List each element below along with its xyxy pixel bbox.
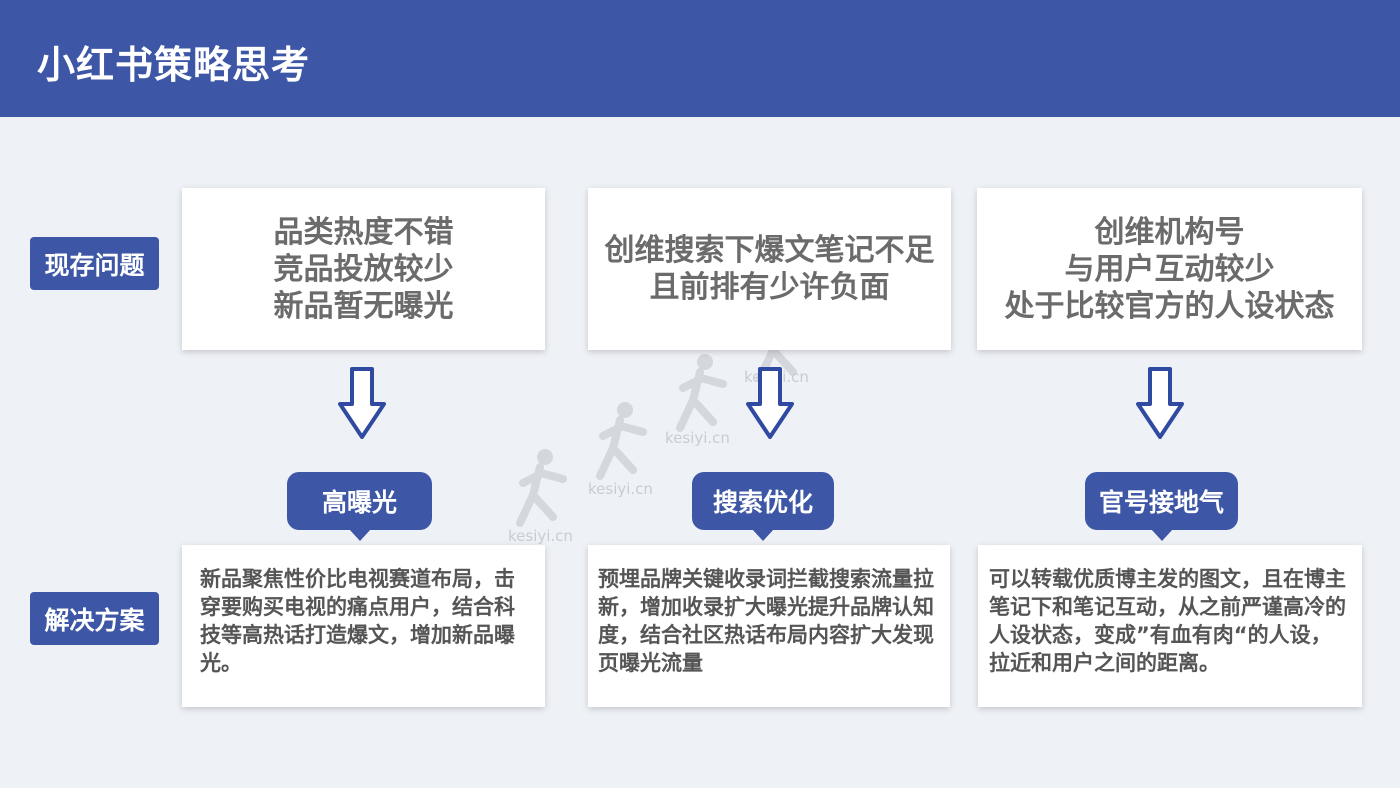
watermark-text: kesiyi.cn: [508, 527, 573, 545]
solution-text: 新品聚焦性价比电视赛道布局，击穿要购买电视的痛点用户，结合科技等高热话打造爆文，…: [200, 567, 515, 675]
problem-card-1: 品类热度不错 竞品投放较少 新品暂无曝光: [182, 188, 545, 350]
down-arrow-icon: [1136, 367, 1184, 439]
solution-card-2: 预埋品牌关键收录词拦截搜索流量拉新，增加收录扩大曝光提升品牌认知度，结合社区热话…: [588, 545, 950, 707]
solution-card-1: 新品聚焦性价比电视赛道布局，击穿要购买电视的痛点用户，结合科技等高热话打造爆文，…: [182, 545, 545, 707]
problem-line: 处于比较官方的人设状态: [1004, 288, 1335, 324]
solution-text: 可以转载优质博主发的图文，且在博主笔记下和笔记互动，从之前严谨高冷的人设状态，变…: [989, 567, 1346, 675]
runner-figure-icon: [596, 402, 647, 480]
problem-line: 竞品投放较少: [273, 251, 454, 287]
problem-line: 新品暂无曝光: [273, 288, 454, 324]
problem-row-label: 现存问题: [30, 237, 159, 290]
solution-tag-2: 搜索优化: [692, 472, 834, 541]
watermark-text: kesiyi.cn: [665, 429, 730, 447]
watermark-text: kesiyi.cn: [588, 480, 653, 498]
solution-text: 预埋品牌关键收录词拦截搜索流量拉新，增加收录扩大曝光提升品牌认知度，结合社区热话…: [598, 567, 934, 675]
problem-card-3: 创维机构号 与用户互动较少 处于比较官方的人设状态: [977, 188, 1362, 350]
problem-line: 与用户互动较少: [1064, 251, 1275, 287]
problem-line: 品类热度不错: [273, 214, 454, 250]
runner-figure-icon: [516, 449, 567, 527]
down-arrow-icon: [746, 367, 794, 439]
problem-line: 创维机构号: [1094, 214, 1245, 250]
problem-card-2: 创维搜索下爆文笔记不足 且前排有少许负面: [588, 188, 951, 350]
problem-line: 且前排有少许负面: [649, 270, 890, 305]
solution-tag-3: 官号接地气: [1085, 472, 1238, 541]
solution-card-3: 可以转载优质博主发的图文，且在博主笔记下和笔记互动，从之前严谨高冷的人设状态，变…: [978, 545, 1362, 707]
header-bar: 小红书策略思考: [0, 0, 1400, 117]
solution-tag-1: 高曝光: [287, 472, 432, 541]
problem-line: 创维搜索下爆文笔记不足: [604, 233, 935, 268]
solution-row-label: 解决方案: [30, 592, 159, 645]
down-arrow-icon: [338, 367, 386, 439]
runner-figure-icon: [676, 354, 727, 432]
page-title: 小红书策略思考: [37, 43, 311, 87]
